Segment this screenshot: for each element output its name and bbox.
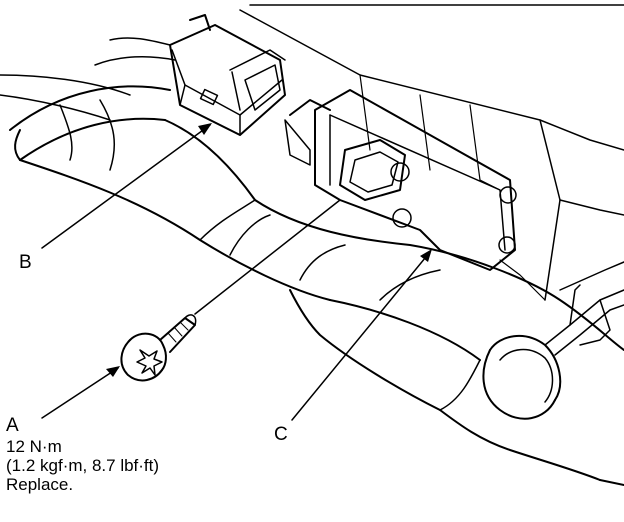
leader-line-a <box>41 367 119 419</box>
connector-b <box>94 14 286 136</box>
module-c <box>284 89 517 271</box>
torque-value-alt: (1.2 kgf·m, 8.7 lbf·ft) <box>6 456 160 475</box>
leader-line-a-bolt <box>194 199 341 315</box>
callout-label-a: A <box>6 415 19 436</box>
band-clamp <box>482 284 624 420</box>
body-panel <box>239 4 624 301</box>
arrowhead-a <box>106 366 120 377</box>
leader-line-b <box>41 124 211 249</box>
replace-note: Replace. <box>6 475 74 494</box>
wire-harness <box>0 74 624 486</box>
arrowhead-c <box>420 249 432 262</box>
torque-spec: 12 N·m (1.2 kgf·m, 8.7 lbf·ft) Replace. <box>6 437 159 494</box>
callout-label-b: B <box>19 252 32 273</box>
torque-value: 12 N·m <box>6 437 62 456</box>
arrowhead-b <box>198 123 212 135</box>
leader-line-c <box>291 251 431 421</box>
callout-label-c: C <box>274 424 288 445</box>
bolt-a <box>120 314 197 382</box>
